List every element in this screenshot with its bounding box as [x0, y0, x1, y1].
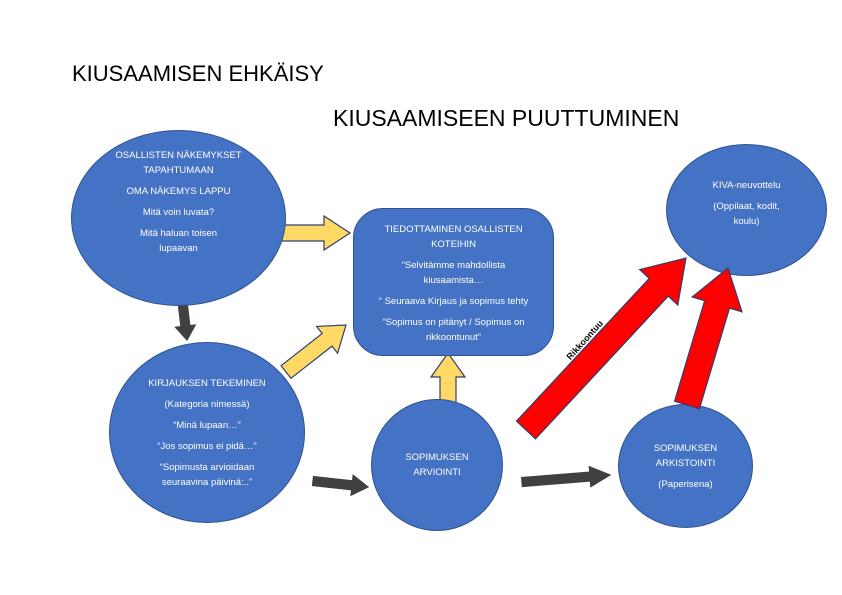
node-text: Mitä voin luvata? — [142, 207, 215, 218]
arrow-right-yellow — [281, 214, 352, 252]
arrow-down-dark — [174, 304, 197, 342]
node-participant-views: OSALLISTEN NÄKEMYKSET TAPAHTUMAAN OMA NÄ… — [71, 130, 286, 306]
node-text: KIRJAUKSEN TEKEMINEN — [148, 377, 266, 389]
node-evaluation: SOPIMUKSEN ARVIOINTI — [371, 399, 503, 531]
node-kiva-negotiation: KIVA-neuvottelu (Oppilaat, kodit, koulu) — [666, 144, 827, 276]
title-prevention: KIUSAAMISEN EHKÄISY — [72, 61, 324, 86]
arrow-red-broken — [515, 257, 687, 440]
node-text: SOPIMUKSEN ARKISTOINTI — [653, 442, 718, 469]
node-text: (Kategoria nimessä) — [164, 398, 250, 410]
node-text: TIEDOTTAMINEN OSALLISTEN KOTEIHIN — [384, 224, 523, 250]
node-recording: KIRJAUKSEN TEKEMINEN (Kategoria nimessä)… — [109, 342, 305, 523]
node-text: Mitä haluan toisen lupaavan — [139, 228, 218, 254]
node-text: KIVA-neuvottelu — [712, 180, 781, 191]
arrow-right-dark-2 — [520, 465, 612, 488]
node-archiving: SOPIMUKSEN ARKISTOINTI (Paperisena) — [618, 404, 753, 528]
title-intervention: KIUSAAMISEEN PUUTTUMINEN — [333, 105, 680, 131]
arrow-right-dark — [311, 474, 370, 497]
node-informing-homes: TIEDOTTAMINEN OSALLISTEN KOTEIHIN “Selvi… — [353, 208, 554, 356]
node-text: SOPIMUKSEN ARVIOINTI — [405, 452, 469, 478]
node-text: “ Seuraava Kirjaus ja sopimus tehty — [378, 296, 529, 307]
arrow-red-escalate — [673, 266, 743, 410]
node-text: OMA NÄKEMYS LAPPU — [126, 186, 231, 197]
arrow-diagonal-yellow — [280, 324, 347, 380]
node-text: “Sopimusta arvioidaan seuraavina päivinä… — [159, 461, 255, 488]
node-text: “Minä lupaan…” — [173, 419, 241, 431]
node-text: OSALLISTEN NÄKEMYKSET TAPAHTUMAAN — [115, 150, 242, 176]
node-text: “Selvitämme mahdollista kiusaamista… — [401, 260, 506, 286]
node-text: (Paperisena) — [658, 478, 713, 490]
node-text: “Sopimus on pitänyt / Sopimus on rikkoon… — [382, 317, 525, 343]
node-text: “Jos sopimus ei pidä…” — [157, 440, 257, 452]
node-text: (Oppilaat, kodit, koulu) — [713, 201, 780, 227]
